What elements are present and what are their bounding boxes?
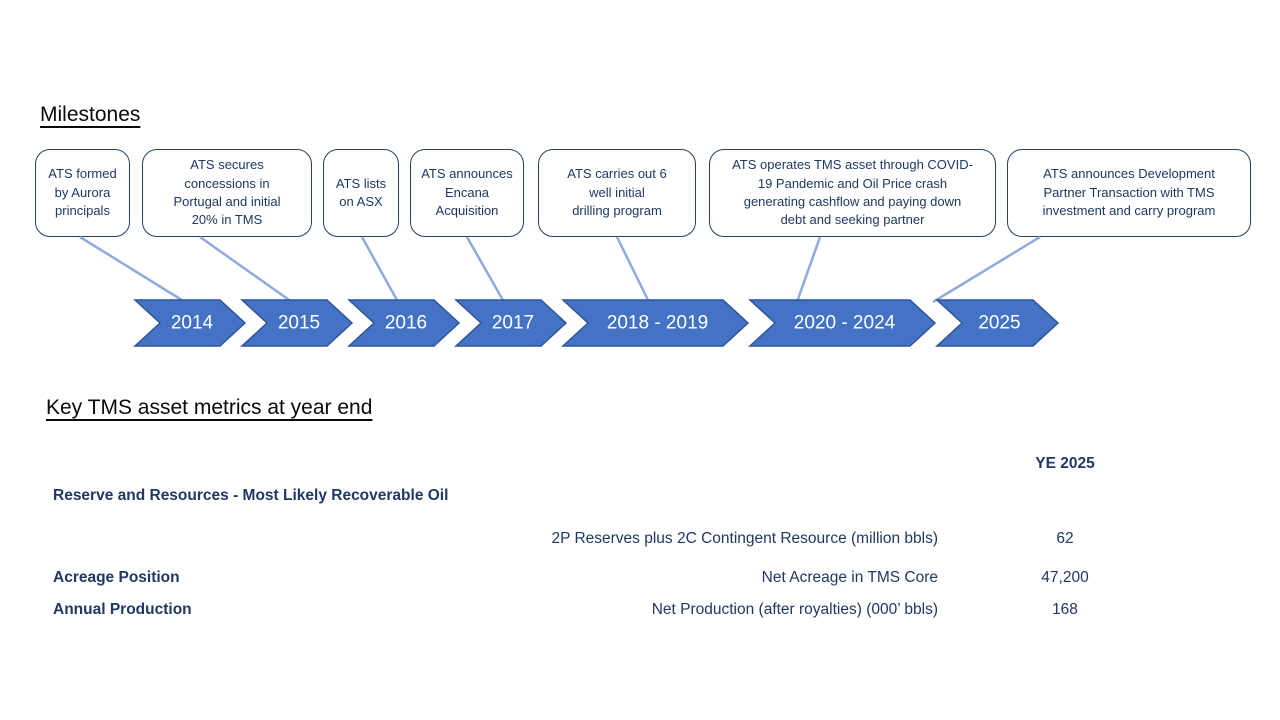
milestone-callout-2016: ATS lists on ASX — [323, 149, 399, 237]
timeline-chevron-7 — [935, 299, 1060, 347]
table-metric-net-acreage: Net Acreage in TMS Core — [761, 569, 938, 586]
milestone-callout-2014: ATS formed by Aurora principals — [35, 149, 130, 237]
table-category-production: Annual Production — [53, 601, 192, 618]
table-category-acreage: Acreage Position — [53, 569, 180, 586]
timeline-year-label: 2016 — [385, 313, 427, 334]
table-value-net-production: 168 — [1052, 601, 1078, 618]
milestone-callout-2025: ATS announces Development Partner Transa… — [1007, 149, 1251, 237]
callout-connector-line — [465, 236, 506, 303]
timeline-chevron-6 — [748, 299, 937, 347]
milestone-callout-2015: ATS secures concessions in Portugal and … — [142, 149, 312, 237]
timeline-chevron-5 — [561, 299, 750, 347]
callout-connector-line — [79, 235, 186, 304]
timeline-year-label: 2014 — [171, 313, 214, 334]
callout-connector-line — [795, 236, 822, 303]
timeline-chevron-2 — [240, 299, 354, 347]
table-metric-2p-reserves: 2P Reserves plus 2C Contingent Resource … — [551, 530, 938, 547]
timeline-year-label: 2018 - 2019 — [607, 313, 708, 334]
milestones-heading: Milestones — [40, 103, 141, 126]
callout-connector-line — [615, 236, 651, 303]
table-metric-net-production: Net Production (after royalties) (000’ b… — [651, 601, 938, 618]
table-category-reserves: Reserve and Resources - Most Likely Reco… — [53, 487, 449, 504]
table-value-2p-reserves: 62 — [1056, 530, 1074, 547]
timeline-year-label: 2025 — [978, 313, 1020, 334]
metrics-heading: Key TMS asset metrics at year end — [46, 396, 373, 419]
callout-connector-line — [932, 235, 1041, 304]
timeline-chevron-1 — [133, 299, 247, 347]
table-header-ye-2025: YE 2025 — [1035, 455, 1095, 472]
table-value-net-acreage: 47,200 — [1041, 569, 1089, 586]
milestone-callout-2017: ATS announces Encana Acquisition — [410, 149, 524, 237]
callout-connector-line — [360, 236, 400, 303]
milestone-callout-2018-2019: ATS carries out 6 well initial drilling … — [538, 149, 696, 237]
timeline-chevron-4 — [454, 299, 568, 347]
callout-connector-line — [199, 235, 293, 304]
timeline-year-label: 2015 — [278, 313, 320, 334]
timeline-year-label: 2017 — [492, 313, 534, 334]
timeline-chevron-3 — [347, 299, 461, 347]
timeline-year-label: 2020 - 2024 — [794, 313, 896, 334]
milestone-callout-2020-2024: ATS operates TMS asset through COVID- 19… — [709, 149, 996, 237]
